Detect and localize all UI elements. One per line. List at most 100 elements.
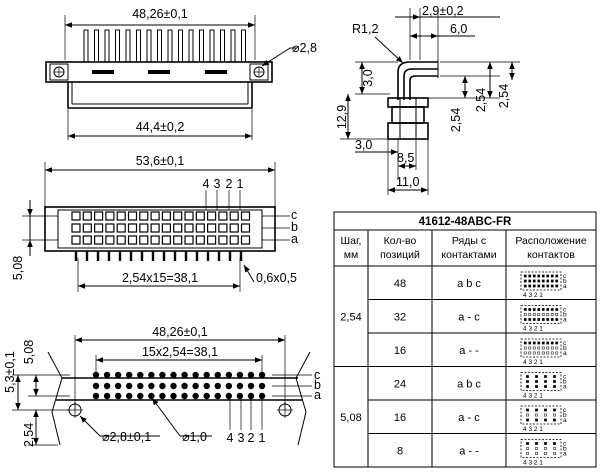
fin: [178, 29, 183, 63]
mini-row-letter: b: [563, 345, 567, 352]
mini-contact: [535, 380, 538, 383]
mini-contact: [555, 308, 559, 311]
mini-contact: [541, 284, 545, 288]
mini-contact: [523, 346, 527, 350]
pin-socket: [150, 235, 160, 245]
pin-socket: [173, 223, 183, 233]
pcb-hole: [92, 392, 100, 400]
pin-socket: [139, 223, 149, 233]
pin-grid: [71, 211, 251, 245]
pin-leg: [74, 251, 78, 261]
pin-col-2: 2: [226, 177, 233, 191]
mini-row-letter: b: [563, 278, 567, 285]
mini-contact: [532, 341, 536, 345]
mini-contact: [546, 284, 550, 288]
pin-leg: [107, 251, 111, 261]
mini-contact: [550, 279, 554, 283]
pin-leg: [206, 251, 210, 261]
mini-contact: [544, 380, 547, 383]
pin-leg: [118, 251, 122, 261]
mini-contact: [553, 452, 556, 455]
mini-contact: [537, 351, 541, 355]
fin: [104, 29, 110, 63]
pcb-hole: [203, 371, 210, 379]
pin-socket: [161, 235, 171, 245]
pin-socket: [207, 223, 217, 233]
mini-contact: [537, 284, 541, 288]
mini-contact: [550, 313, 554, 316]
mini-contact: [526, 452, 529, 455]
pcb-hole: [126, 371, 133, 379]
mini-contact: [544, 452, 547, 455]
mini-contact: [526, 418, 529, 422]
table-title: 41612-48ABC-FR: [419, 216, 512, 228]
pcb-hole: [203, 382, 210, 390]
pin-leg: [85, 251, 89, 261]
mini-contact: [526, 447, 529, 450]
mini-contact: [528, 346, 532, 350]
pin-socket: [150, 223, 160, 233]
mini-contact: [550, 341, 554, 345]
fp-h-5-08: 5,08: [22, 340, 36, 364]
mini-contact: [532, 284, 536, 288]
fp-col-1: 1: [259, 431, 266, 445]
fin: [83, 29, 89, 63]
mini-contact: [537, 274, 541, 278]
mini-col-numbers: 4 3 2 1: [523, 292, 543, 299]
mini-contact: [555, 313, 559, 316]
cell-count: 8: [397, 445, 403, 457]
mini-contact: [553, 418, 556, 422]
side-dim-3-top: 3,0: [361, 69, 375, 86]
side-dim-11: 11,0: [396, 175, 419, 189]
pin-row-b: b: [291, 220, 298, 234]
mini-contact: [550, 308, 554, 311]
mini-contact: [544, 408, 547, 412]
mini-contact: [553, 380, 556, 383]
fp-col-3: 3: [238, 431, 245, 445]
th-count-2: позиций: [380, 249, 420, 261]
th-layout-2: контактов: [527, 249, 575, 261]
mini-contact: [553, 447, 556, 450]
pcb-hole: [225, 371, 233, 379]
mini-contact: [541, 318, 545, 321]
pin-socket: [82, 235, 92, 245]
mini-contact: [541, 308, 545, 311]
pcb-hole: [159, 392, 166, 400]
side-dim-254-c: 2,54: [497, 84, 511, 108]
th-pitch-1: Шаг,: [341, 235, 362, 247]
pcb-hole: [236, 382, 244, 390]
pin-socket: [116, 235, 126, 245]
mini-contact: [555, 274, 559, 278]
pin-socket: [229, 235, 239, 245]
pcb-hole: [258, 371, 266, 379]
mini-contact: [541, 279, 545, 283]
mini-row-letter: b: [563, 379, 567, 386]
side-dim-8-5: 8,5: [397, 151, 414, 165]
pin-socket: [240, 223, 251, 233]
heatsink-fins: [83, 29, 246, 63]
pcb-hole: [258, 382, 266, 390]
pin-row-a: a: [291, 232, 298, 246]
pin-socket: [139, 211, 149, 221]
pin-leg: [151, 251, 155, 261]
pcb-hole: [225, 392, 233, 400]
mini-contact: [523, 308, 527, 311]
pin-size-dim: 0,6x0,5: [256, 271, 297, 285]
side-dim-6: 6,0: [450, 22, 467, 36]
cell-rows: a - -: [459, 445, 479, 457]
mini-contact: [526, 375, 529, 378]
pcb-hole: [92, 371, 100, 379]
mini-contact: [541, 274, 545, 278]
pin-socket: [71, 235, 81, 245]
mini-contact: [546, 279, 550, 283]
mini-contact: [532, 346, 536, 350]
front-view: 48,26±0,1 ⌀2,8 44,4±0,2: [45, 7, 317, 140]
pcb-hole: [148, 371, 155, 379]
spec-table: 41612-48ABC-FR Шаг, мм Кол-во позиций Ря…: [333, 211, 597, 468]
mini-contact: [555, 351, 559, 355]
fin: [157, 29, 162, 63]
pin-socket: [229, 211, 239, 221]
th-rows-2: контактами: [441, 249, 496, 261]
mini-layout-frame: [520, 439, 562, 458]
